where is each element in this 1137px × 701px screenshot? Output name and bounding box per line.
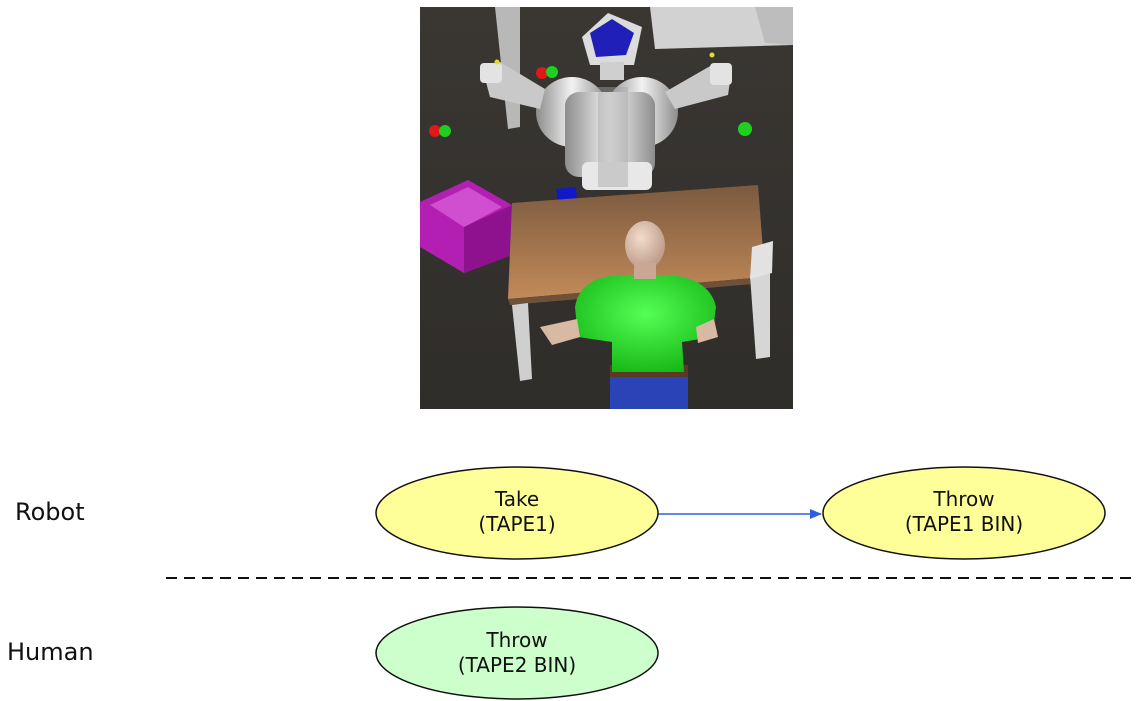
node-line2: (TAPE2 BIN): [458, 653, 576, 677]
wall: [650, 7, 793, 49]
marker-sphere: [536, 67, 548, 79]
wall-shade: [755, 7, 793, 45]
bin: [420, 180, 512, 273]
node-line2: (TAPE1 BIN): [905, 512, 1023, 536]
node-line1: Take: [494, 487, 539, 511]
lane-label-human: Human: [7, 638, 94, 666]
robot-body: [536, 77, 678, 190]
lane-label-robot: Robot: [15, 498, 85, 526]
human-throw-node: Throw (TAPE2 BIN): [375, 606, 659, 700]
robot-throw-node: Throw (TAPE1 BIN): [822, 466, 1106, 560]
node-line2: (TAPE1): [478, 512, 555, 536]
robot-take-node: Take (TAPE1): [375, 466, 659, 560]
robot-left-arm: [480, 59, 545, 109]
robot-right-arm: [665, 52, 732, 109]
marker-sphere: [546, 66, 558, 78]
marker-sphere: [429, 125, 441, 137]
node-line1: Throw: [485, 628, 547, 652]
human-figure: [540, 221, 718, 409]
marker-sphere: [738, 122, 752, 136]
scene-rendering: [420, 7, 793, 409]
robot-head: [582, 13, 642, 80]
marker-sphere: [439, 125, 451, 137]
node-line1: Throw: [932, 487, 994, 511]
